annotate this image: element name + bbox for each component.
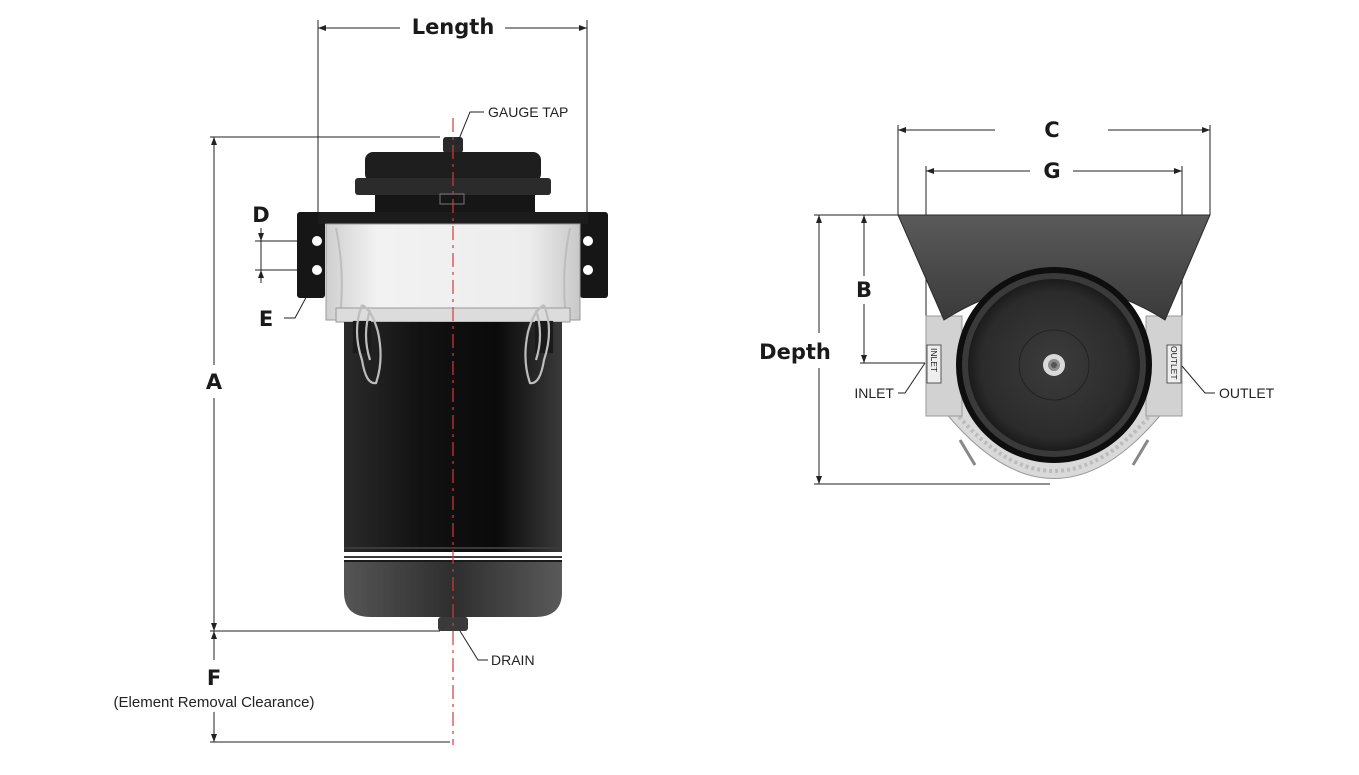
- drain-label: DRAIN: [491, 652, 535, 668]
- c-dimension: C: [897, 118, 1211, 215]
- f-label: F: [207, 666, 221, 690]
- outlet-plate-text: OUTLET: [1169, 346, 1179, 380]
- gauge-tap-label: GAUGE TAP: [488, 104, 568, 120]
- c-label: C: [1044, 118, 1059, 142]
- depth-dimension: Depth: [759, 214, 1050, 485]
- a-dimension: A: [206, 136, 440, 632]
- b-label: B: [856, 278, 872, 302]
- d-label: D: [252, 203, 269, 227]
- right-latch: [524, 304, 554, 385]
- inlet-callout: INLET: [854, 362, 926, 401]
- gauge-tap-callout: GAUGE TAP: [456, 104, 568, 145]
- f-note: (Element Removal Clearance): [114, 694, 315, 711]
- outlet-callout: OUTLET: [1181, 365, 1275, 401]
- left-latch: [352, 304, 382, 385]
- length-label: Length: [412, 15, 495, 39]
- f-dimension: F (Element Removal Clearance): [114, 631, 450, 743]
- inlet-plate-text: INLET: [929, 348, 939, 372]
- side-view: Length A F (Element Removal Clearance): [114, 15, 608, 745]
- top-view: C G Depth: [759, 118, 1275, 485]
- depth-label: Depth: [759, 340, 831, 364]
- filter-top: INLET OUTLET: [897, 214, 1211, 479]
- left-bracket: [297, 212, 325, 298]
- b-dimension: B: [856, 214, 925, 364]
- e-label: E: [259, 307, 273, 331]
- drain-callout: DRAIN: [459, 630, 535, 668]
- inlet-label: INLET: [854, 385, 894, 401]
- g-label: G: [1043, 159, 1060, 183]
- length-dimension: Length: [317, 15, 588, 215]
- filter-side: [297, 137, 608, 631]
- right-bracket: [580, 212, 608, 298]
- a-label: A: [206, 370, 223, 394]
- outlet-label: OUTLET: [1219, 385, 1275, 401]
